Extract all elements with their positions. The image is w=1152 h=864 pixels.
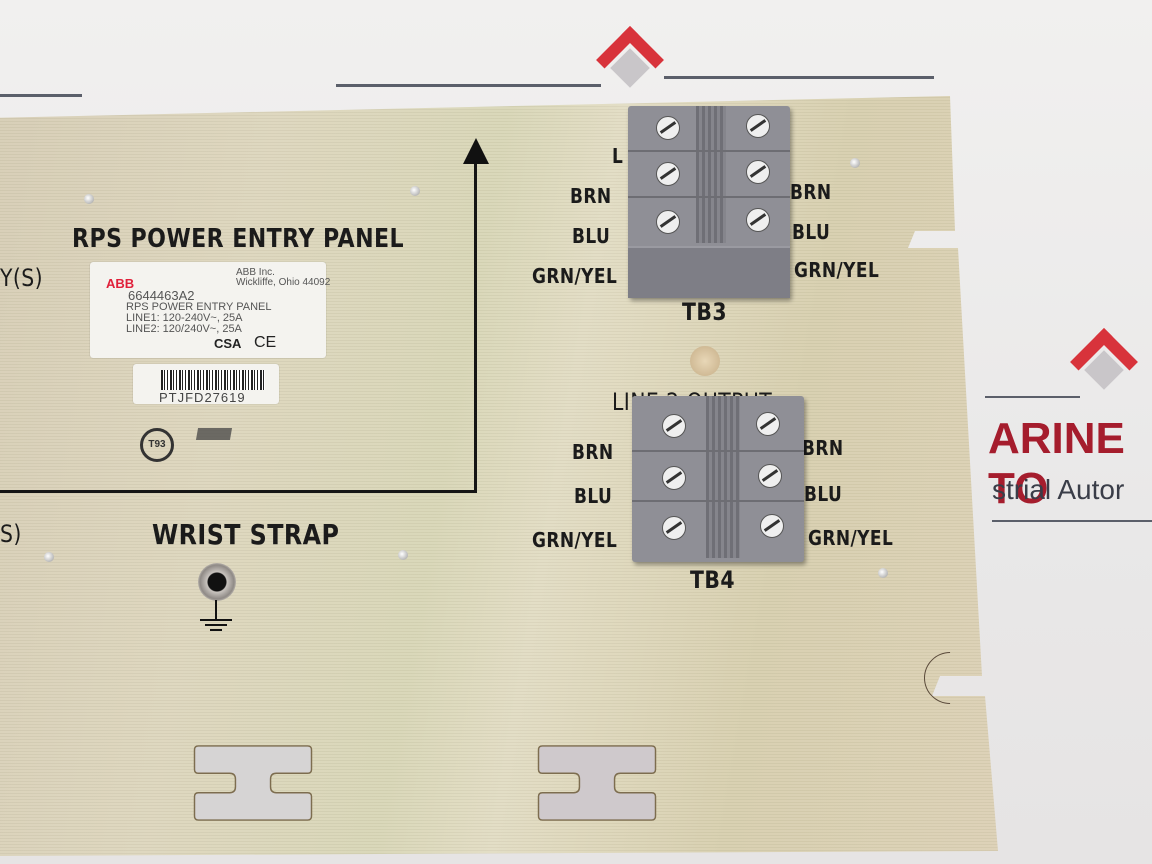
left-fragment-top: Y(S) xyxy=(0,264,44,292)
tb3-left-label: BRN xyxy=(570,184,612,208)
tb4-right-label: GRN/YEL xyxy=(808,526,894,550)
divider xyxy=(696,106,726,243)
screw-terminal[interactable] xyxy=(758,464,782,488)
tb3-title: TB3 xyxy=(682,298,727,326)
row-divider xyxy=(628,150,790,152)
company: ABB Inc. xyxy=(236,267,275,278)
wrist-strap-label: WRIST STRAP xyxy=(152,518,340,551)
inspection-stamp: T93 xyxy=(140,428,174,462)
screw-terminal[interactable] xyxy=(656,210,680,234)
row-divider xyxy=(632,450,804,452)
ground-icon xyxy=(200,600,232,631)
tb4-title: TB4 xyxy=(690,566,735,594)
screw-terminal[interactable] xyxy=(746,208,770,232)
rivet xyxy=(850,158,860,168)
model-number: 6644463A2 xyxy=(128,288,195,303)
tb4-left-label: BLU xyxy=(574,484,613,508)
row-divider xyxy=(628,196,790,198)
tb4-left-label: GRN/YEL xyxy=(532,528,618,552)
ce-mark-icon: CE xyxy=(254,334,277,351)
rivet xyxy=(878,568,888,578)
box-outline-bottom xyxy=(0,490,476,493)
rivet xyxy=(398,550,408,560)
rivet xyxy=(44,552,54,562)
terminal-block-tb4 xyxy=(632,396,804,562)
description: RPS POWER ENTRY PANEL xyxy=(126,301,272,313)
divider xyxy=(992,520,1152,522)
screw-terminal[interactable] xyxy=(662,516,686,540)
metal-panel xyxy=(0,96,998,856)
panel-title: RPS POWER ENTRY PANEL xyxy=(72,224,405,254)
box-outline-right xyxy=(474,160,477,493)
abb-logo: ABB xyxy=(106,276,135,291)
left-fragment-bottom: S) xyxy=(0,520,22,548)
rivet xyxy=(410,186,420,196)
h-slot-cutout xyxy=(537,745,657,821)
csa-mark-icon: CSA xyxy=(214,336,242,351)
divider xyxy=(336,84,601,87)
nameplate: ABB ABB Inc. Wickliffe, Ohio 44092 66444… xyxy=(90,262,330,358)
tb3-right-label: BRN xyxy=(790,180,832,204)
divider xyxy=(706,396,740,558)
tb3-header: L xyxy=(612,144,624,168)
tb3-right-label: BLU xyxy=(792,220,831,244)
up-arrow-icon xyxy=(463,138,489,164)
divider xyxy=(0,94,82,97)
brand-subtext: strial Autor xyxy=(992,474,1125,505)
screw-terminal[interactable] xyxy=(746,114,770,138)
address: Wickliffe, Ohio 44092 xyxy=(236,277,331,288)
serial-label: PTJFD27619 xyxy=(133,364,279,405)
screw-terminal[interactable] xyxy=(656,116,680,140)
h-slot-cutout xyxy=(193,745,313,821)
terminal-block-tb3 xyxy=(628,106,790,298)
tb3-left-label: GRN/YEL xyxy=(532,264,618,288)
barcode xyxy=(161,370,265,390)
screw-terminal[interactable] xyxy=(746,160,770,184)
tb3-left-label: BLU xyxy=(572,224,611,248)
screw-terminal[interactable] xyxy=(656,162,680,186)
ink-mark xyxy=(195,428,233,440)
screw-terminal[interactable] xyxy=(662,414,686,438)
tb3-right-label: GRN/YEL xyxy=(794,258,880,282)
screw-terminal[interactable] xyxy=(662,466,686,490)
serial-number: PTJFD27619 xyxy=(159,390,246,405)
screw-terminal[interactable] xyxy=(760,514,784,538)
divider xyxy=(664,76,934,79)
brand-text: ARINE TO xyxy=(988,414,1125,513)
line2-rating: LINE2: 120/240V~, 25A xyxy=(126,323,242,335)
wrist-strap-jack[interactable] xyxy=(198,563,236,601)
tb4-left-label: BRN xyxy=(572,440,614,464)
block-front-face xyxy=(628,246,790,298)
rivet xyxy=(84,194,94,204)
tb4-right-label: BLU xyxy=(804,482,843,506)
line1-rating: LINE1: 120-240V~, 25A xyxy=(126,312,243,324)
divider xyxy=(985,396,1080,398)
mounting-hole xyxy=(690,346,720,376)
row-divider xyxy=(632,500,804,502)
screw-terminal[interactable] xyxy=(756,412,780,436)
tb4-right-label: BRN xyxy=(802,436,844,460)
